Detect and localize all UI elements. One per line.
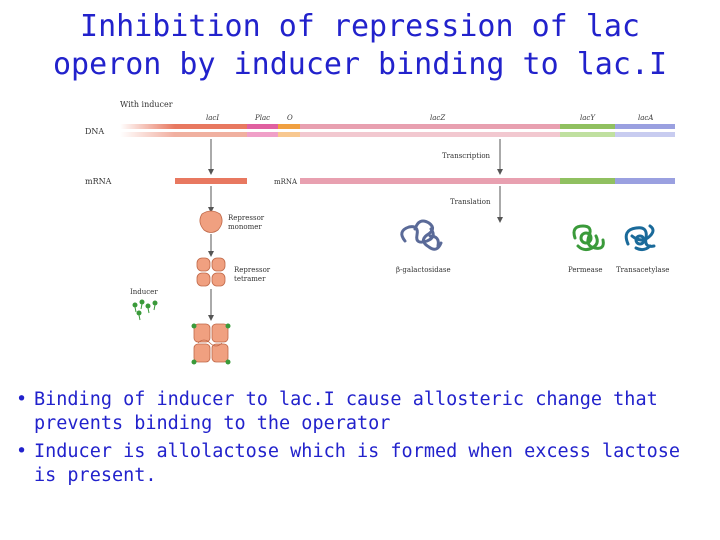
mrna-long-label: mRNA: [274, 178, 298, 186]
bullet-dot-icon: •: [16, 389, 28, 410]
repressor-monomer-label-1: Repressor: [228, 214, 265, 222]
laca-mrna: [615, 178, 675, 184]
beta-galactosidase-shape: [400, 219, 443, 251]
operon-mrna: [300, 178, 675, 184]
mrna-label: mRNA: [85, 177, 112, 186]
transcription-label: Transcription: [442, 152, 491, 160]
lacz-gene-bottom: [300, 132, 560, 137]
bullet-text: Binding of inducer to lac.I cause allost…: [34, 389, 658, 434]
repressor-monomer-label-2: monomer: [228, 223, 262, 231]
operator-region-top: [278, 124, 300, 129]
title-line-1: Inhibition of repression of lac: [80, 9, 640, 44]
dna-label: DNA: [85, 127, 104, 136]
plac-label: Plac: [254, 114, 270, 122]
inducer-label: Inducer: [130, 288, 158, 296]
plac-region-top: [247, 124, 278, 129]
bullet-dot-icon: •: [16, 441, 28, 462]
lacy-label: lacY: [580, 114, 596, 122]
repressor-tetramer-label-1: Repressor: [234, 266, 271, 274]
lac-operon-figure: With inducer DNA lacI Plac O lacZ lacY: [80, 96, 680, 376]
repressor-tetramer-shape: [196, 257, 226, 287]
laci-label: lacI: [206, 114, 219, 122]
dna-strand: [120, 124, 675, 137]
lacz-mrna: [300, 178, 560, 184]
laci-gene-bottom: [175, 132, 247, 137]
lacy-mrna: [560, 178, 615, 184]
inducer-molecules: [132, 299, 158, 321]
dna-leading-region-bottom: [120, 132, 175, 137]
laci-gene-top: [175, 124, 247, 129]
translation-label: Translation: [450, 198, 491, 206]
operator-region-bottom: [278, 132, 300, 137]
bullet-list: • Binding of inducer to lac.I cause allo…: [10, 388, 710, 492]
title-line-2: operon by inducer binding to lac.I: [52, 47, 668, 82]
slide-title: Inhibition of repression of lac operon b…: [0, 8, 720, 84]
laci-mrna: [175, 178, 247, 184]
lac-operon-diagram: With inducer DNA lacI Plac O lacZ lacY: [85, 100, 675, 365]
lacy-gene-top: [560, 124, 615, 129]
permease-shape: [572, 224, 605, 252]
plac-region-bottom: [247, 132, 278, 137]
lacy-gene-bottom: [560, 132, 615, 137]
inactive-repressor-shape: [191, 323, 231, 365]
transacetylase-label: Transacetylase: [616, 266, 669, 274]
lacz-gene-top: [300, 124, 560, 129]
bullet-item: • Binding of inducer to lac.I cause allo…: [10, 388, 710, 436]
permease-label: Permease: [568, 266, 603, 274]
laca-gene-top: [615, 124, 675, 129]
bullet-item: • Inducer is allolactose which is formed…: [10, 440, 710, 488]
beta-galactosidase-label: β-galactosidase: [396, 266, 451, 274]
lacz-label: lacZ: [430, 114, 445, 122]
repressor-tetramer-label-2: tetramer: [234, 275, 266, 283]
repressor-monomer-shape: [199, 210, 223, 233]
bullet-text: Inducer is allolactose which is formed w…: [34, 441, 681, 486]
laca-label: lacA: [638, 114, 653, 122]
laca-gene-bottom: [615, 132, 675, 137]
operator-label: O: [287, 114, 293, 122]
figure-header: With inducer: [120, 100, 173, 109]
dna-leading-region: [120, 124, 175, 129]
transacetylase-shape: [624, 224, 656, 252]
